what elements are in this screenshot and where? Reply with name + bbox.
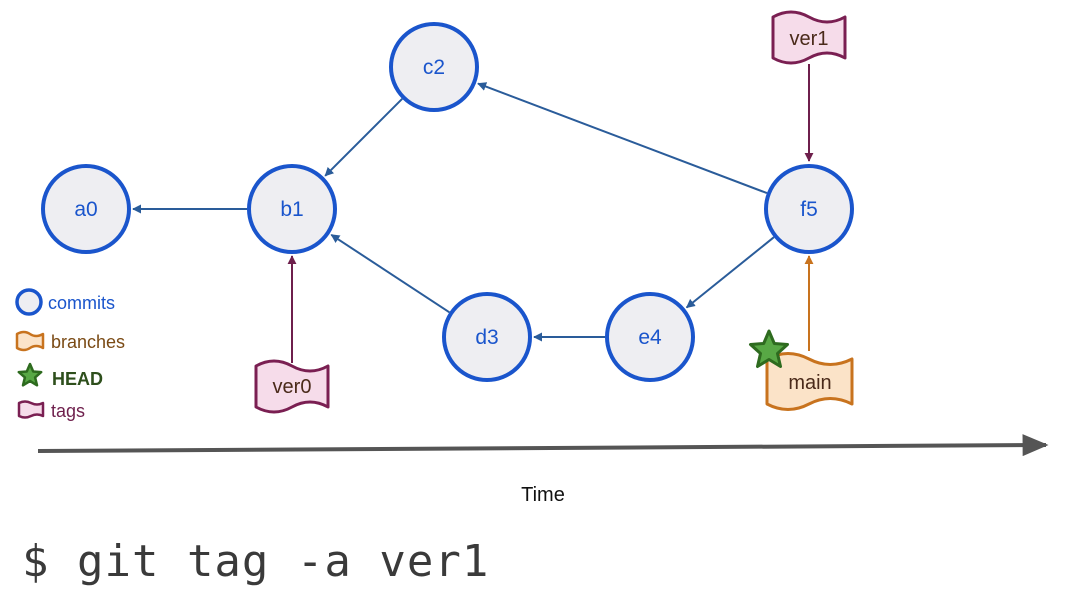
commit-a0-label: a0	[74, 198, 97, 221]
tag-ver0-flag	[254, 359, 330, 414]
tag-ver1[interactable]: ver1	[771, 10, 847, 65]
commit-d3-circle	[442, 292, 532, 382]
edge-c2-to-b1	[324, 98, 403, 177]
legend-head-label: HEAD	[52, 369, 103, 389]
commit-e4-circle	[605, 292, 695, 382]
branch-main-label: main	[788, 372, 831, 394]
commit-c2[interactable]: c2	[389, 22, 479, 112]
commit-d3[interactable]: d3	[442, 292, 532, 382]
commit-f5-label: f5	[800, 198, 818, 221]
tag-ver1-flag	[771, 10, 847, 65]
legend-head-icon	[17, 362, 43, 387]
edge-d3-to-b1	[330, 233, 450, 314]
branch-main[interactable]: main	[765, 352, 854, 411]
legend-branch-icon	[15, 330, 45, 352]
commit-f5[interactable]: f5	[764, 164, 854, 254]
commit-b1[interactable]: b1	[247, 164, 337, 254]
commit-b1-circle	[247, 164, 337, 254]
commit-d3-label: d3	[475, 326, 498, 349]
legend-commit-icon	[15, 288, 43, 316]
edge-f5-to-e4	[685, 236, 775, 309]
commit-c2-label: c2	[423, 56, 445, 79]
branch-main-flag	[765, 352, 854, 411]
legend-tag-icon	[17, 400, 45, 419]
legend: commits branches HEAD tags	[15, 288, 125, 421]
commit-e4[interactable]: e4	[605, 292, 695, 382]
legend-tags-label: tags	[51, 401, 85, 421]
time-axis-label: Time	[521, 484, 565, 506]
commits: a0 b1 c2 d3 e4 f5	[41, 22, 854, 382]
legend-branches-label: branches	[51, 332, 125, 352]
edge-f5-to-c2	[477, 82, 768, 195]
commit-f5-circle	[764, 164, 854, 254]
commit-edges	[132, 82, 775, 342]
legend-commits-label: commits	[48, 293, 115, 313]
commit-a0-circle	[41, 164, 131, 254]
tag-ver0-label: ver0	[273, 376, 312, 398]
head-star-icon	[749, 329, 789, 368]
commit-a0[interactable]: a0	[41, 164, 131, 254]
time-axis-arrow	[37, 434, 1049, 457]
terminal-command: $ git tag -a ver1	[22, 536, 490, 587]
tag-ver1-label: ver1	[790, 28, 829, 50]
commit-e4-label: e4	[638, 326, 662, 349]
tag-ver0[interactable]: ver0	[254, 359, 330, 414]
reference-arrows	[287, 64, 814, 363]
commit-c2-circle	[389, 22, 479, 112]
commit-b1-label: b1	[280, 198, 303, 221]
